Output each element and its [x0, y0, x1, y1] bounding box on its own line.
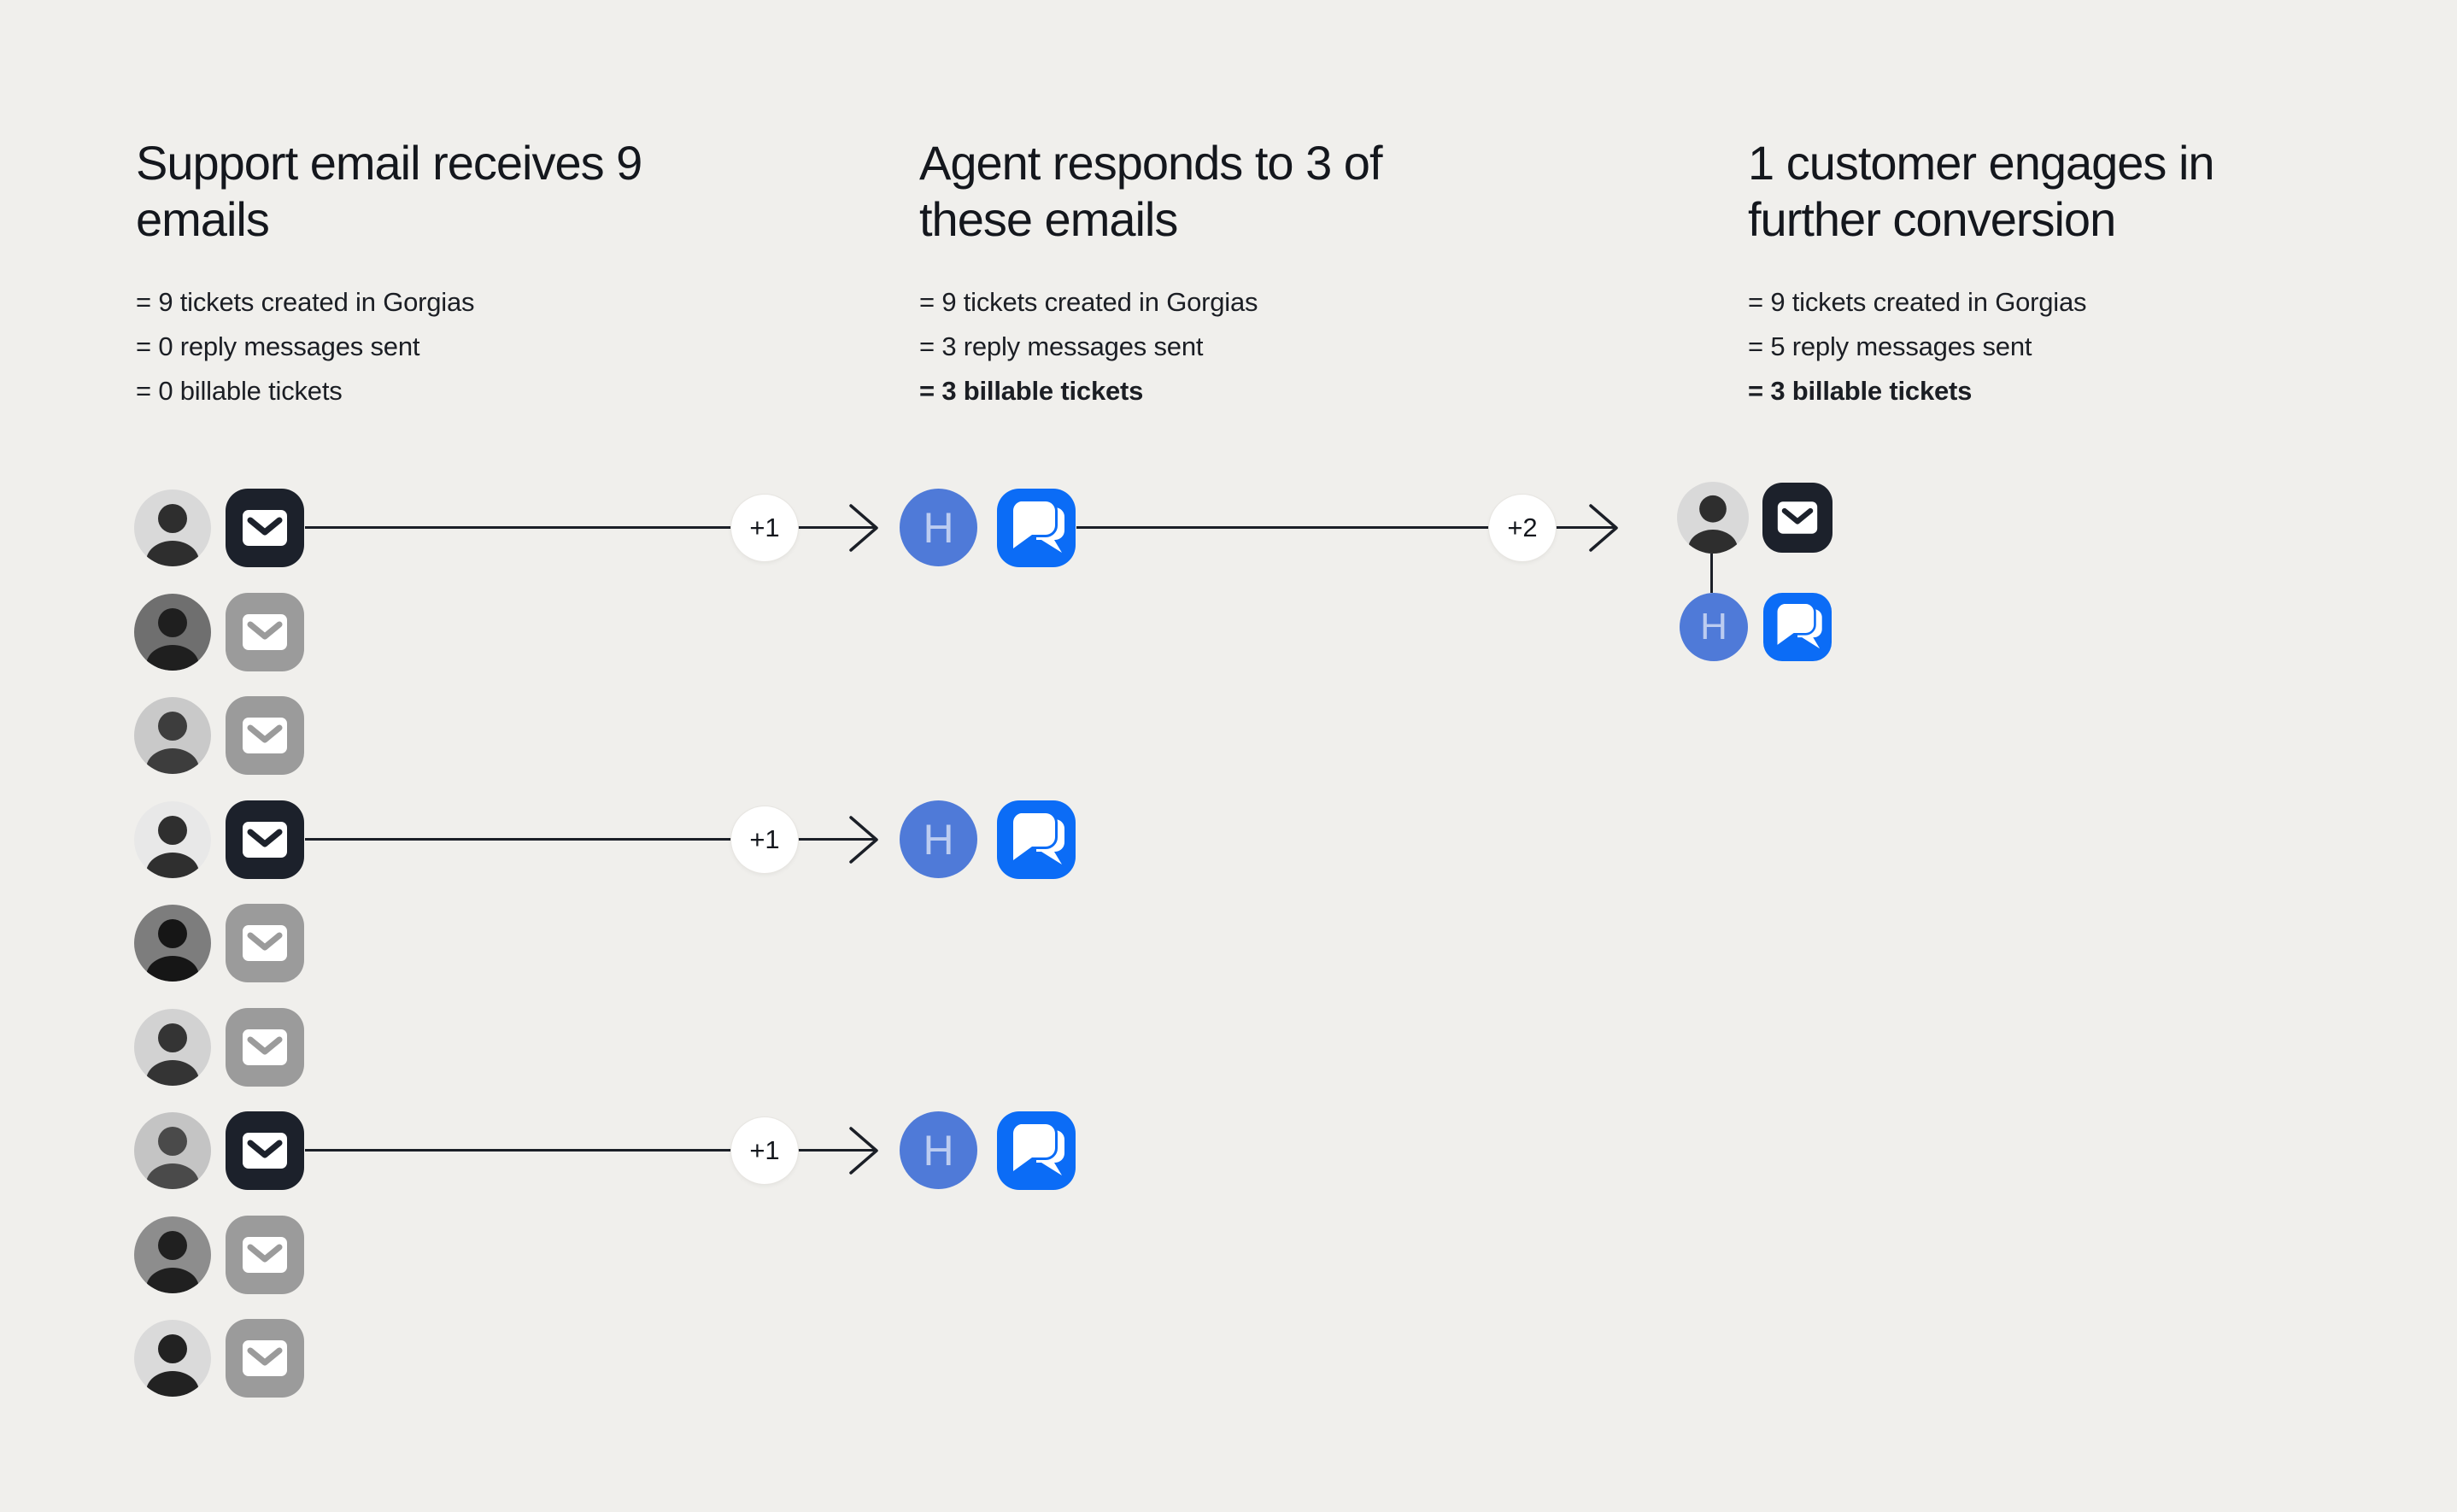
column-title: Support email receives 9 emails — [136, 136, 642, 246]
email-icon-inactive — [226, 1216, 304, 1294]
stat-line: = 0 reply messages sent — [136, 331, 420, 361]
envelope-icon — [243, 1029, 287, 1065]
envelope-icon — [243, 614, 287, 650]
email-icon-inactive — [226, 1008, 304, 1087]
stat-line-billable: = 3 billable tickets — [919, 376, 1144, 406]
envelope-icon — [1777, 501, 1818, 534]
email-row-responded: +1 H +2 — [0, 489, 2457, 567]
email-row-unanswered — [0, 1216, 2457, 1294]
email-row-unanswered — [0, 1008, 2457, 1087]
flow-line — [305, 526, 877, 529]
envelope-icon — [243, 1340, 287, 1376]
column-converted: 1 customer engages in further conversion… — [1748, 135, 2346, 413]
person-silhouette-icon — [146, 1127, 199, 1189]
agent-avatar: H — [900, 489, 977, 566]
email-row-unanswered — [0, 696, 2457, 775]
email-icon-inactive — [226, 1319, 304, 1398]
person-silhouette-icon — [146, 504, 199, 566]
arrowhead-icon — [849, 504, 878, 552]
agent-avatar: H — [900, 1111, 977, 1189]
stat-line: = 0 billable tickets — [136, 376, 343, 406]
envelope-icon — [243, 718, 287, 753]
reply-count-badge: +1 — [731, 495, 798, 561]
person-silhouette-icon — [1688, 495, 1738, 554]
email-icon-active — [1762, 483, 1832, 553]
person-silhouette-icon — [146, 919, 199, 982]
person-silhouette-icon — [146, 608, 199, 671]
arrowhead-icon — [1589, 504, 1618, 552]
email-row-responded: +1 H — [0, 800, 2457, 879]
envelope-icon — [243, 1237, 287, 1273]
customer-avatar — [134, 1009, 211, 1086]
customer-avatar — [134, 594, 211, 671]
flow-line — [305, 1149, 877, 1152]
email-row-unanswered — [0, 593, 2457, 671]
chat-bubbles-icon — [997, 1111, 1076, 1190]
person-silhouette-icon — [146, 1334, 199, 1397]
email-icon-active — [226, 489, 304, 567]
envelope-icon — [243, 822, 287, 858]
stat-line: = 9 tickets created in Gorgias — [919, 287, 1258, 317]
envelope-icon — [243, 510, 287, 546]
column-title: Agent responds to 3 of these emails — [919, 136, 1383, 246]
chat-bubbles-icon — [997, 489, 1076, 567]
column-responded: Agent responds to 3 of these emails = 9 … — [919, 135, 1517, 413]
arrowhead-icon — [849, 1127, 878, 1175]
agent-avatar: H — [900, 800, 977, 878]
person-silhouette-icon — [146, 816, 199, 878]
customer-avatar — [134, 1112, 211, 1189]
email-icon-active — [226, 1111, 304, 1190]
stats-list: = 9 tickets created in Gorgias = 0 reply… — [136, 280, 734, 413]
customer-avatar — [134, 1320, 211, 1397]
connector-line — [1710, 554, 1713, 593]
agent-avatar: H — [1680, 593, 1748, 661]
email-icon-inactive — [226, 696, 304, 775]
column-received: Support email receives 9 emails = 9 tick… — [136, 135, 734, 413]
customer-avatar — [134, 801, 211, 878]
customer-avatar — [134, 905, 211, 982]
chat-bubbles-icon — [997, 800, 1076, 879]
email-row-unanswered — [0, 1319, 2457, 1398]
stat-line: = 9 tickets created in Gorgias — [1748, 287, 2087, 317]
email-row-unanswered — [0, 904, 2457, 982]
chat-bubbles-icon — [1763, 593, 1832, 661]
converted-customer-group: H — [1674, 478, 1888, 675]
reply-count-badge: +1 — [731, 1117, 798, 1184]
arrowhead-icon — [849, 816, 878, 864]
person-silhouette-icon — [146, 712, 199, 774]
column-title: 1 customer engages in further conversion — [1748, 136, 2215, 246]
person-silhouette-icon — [146, 1023, 199, 1086]
customer-avatar — [134, 1216, 211, 1293]
email-icon-inactive — [226, 904, 304, 982]
email-icon-inactive — [226, 593, 304, 671]
envelope-icon — [243, 1133, 287, 1169]
person-silhouette-icon — [146, 1231, 199, 1293]
stat-line: = 9 tickets created in Gorgias — [136, 287, 475, 317]
customer-avatar — [1677, 482, 1749, 554]
stats-list: = 9 tickets created in Gorgias = 3 reply… — [919, 280, 1517, 413]
email-row-responded: +1 H — [0, 1111, 2457, 1190]
reply-count-badge: +1 — [731, 806, 798, 873]
envelope-icon — [243, 925, 287, 961]
stat-line-billable: = 3 billable tickets — [1748, 376, 1973, 406]
conversion-flow-line — [1076, 526, 1616, 529]
flow-line — [305, 838, 877, 841]
conversion-count-badge: +2 — [1489, 495, 1556, 561]
stat-line: = 3 reply messages sent — [919, 331, 1204, 361]
stats-list: = 9 tickets created in Gorgias = 5 reply… — [1748, 280, 2346, 413]
stat-line: = 5 reply messages sent — [1748, 331, 2032, 361]
customer-avatar — [134, 697, 211, 774]
customer-avatar — [134, 489, 211, 566]
email-icon-active — [226, 800, 304, 879]
